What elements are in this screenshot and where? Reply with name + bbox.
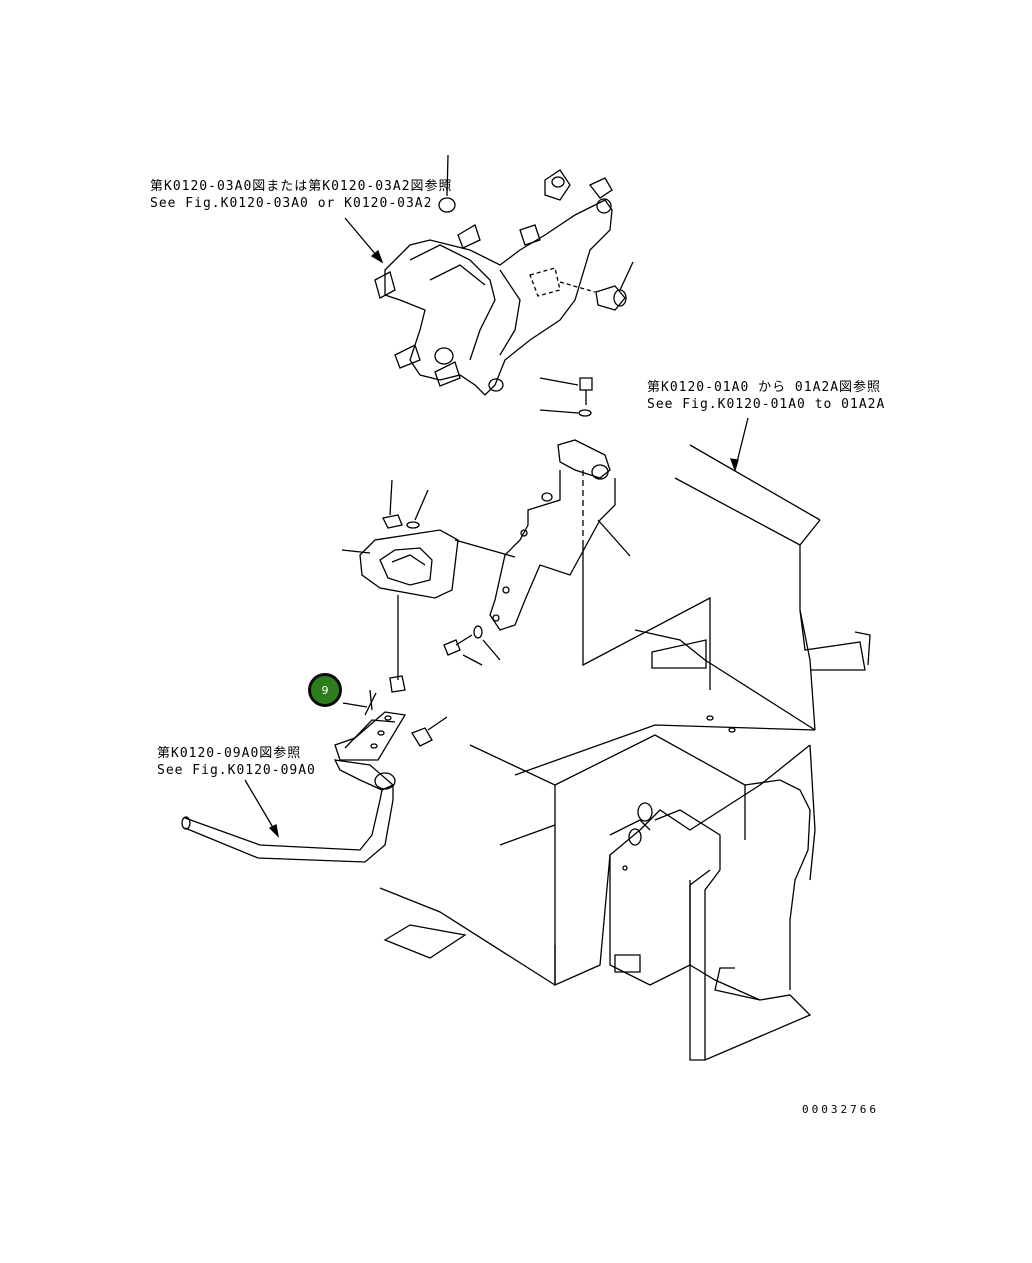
bolt-washer-upper [539, 377, 593, 417]
main-frame [379, 444, 871, 1061]
reference-top-right-en: See Fig.K0120-01A0 to 01A2A [647, 397, 886, 412]
callout-badge[interactable]: 9 [308, 673, 342, 707]
ref-arrow-bottom-left-head [268, 824, 280, 838]
reference-top-right-jp: 第K0120-01A0 から 01A2A図参照 [647, 380, 882, 395]
pedal-arm [489, 439, 631, 631]
reference-top-left: 第K0120-03A0図または第K0120-03A2図参照 See Fig.K0… [150, 178, 453, 212]
ref-arrow-top-left-head [370, 249, 384, 264]
lower-fasteners [334, 625, 501, 761]
reference-top-right: 第K0120-01A0 から 01A2A図参照 See Fig.K0120-01… [647, 379, 885, 413]
reference-top-left-en: See Fig.K0120-03A0 or K0120-03A2 [150, 196, 433, 211]
pedal-pad [341, 479, 516, 680]
ref-arrow-top-right-head [730, 458, 739, 473]
reference-top-left-jp: 第K0120-03A0図または第K0120-03A2図参照 [150, 179, 453, 194]
callout-number: 9 [321, 683, 329, 697]
pedal-rod [181, 759, 396, 863]
reference-bottom-left: 第K0120-09A0図参照 See Fig.K0120-09A0 [157, 745, 316, 779]
drawing-number: 00032766 [802, 1103, 879, 1116]
reference-bottom-left-jp: 第K0120-09A0図参照 [157, 746, 302, 761]
upper-bracket-assembly [374, 154, 634, 396]
reference-bottom-left-en: See Fig.K0120-09A0 [157, 763, 316, 778]
